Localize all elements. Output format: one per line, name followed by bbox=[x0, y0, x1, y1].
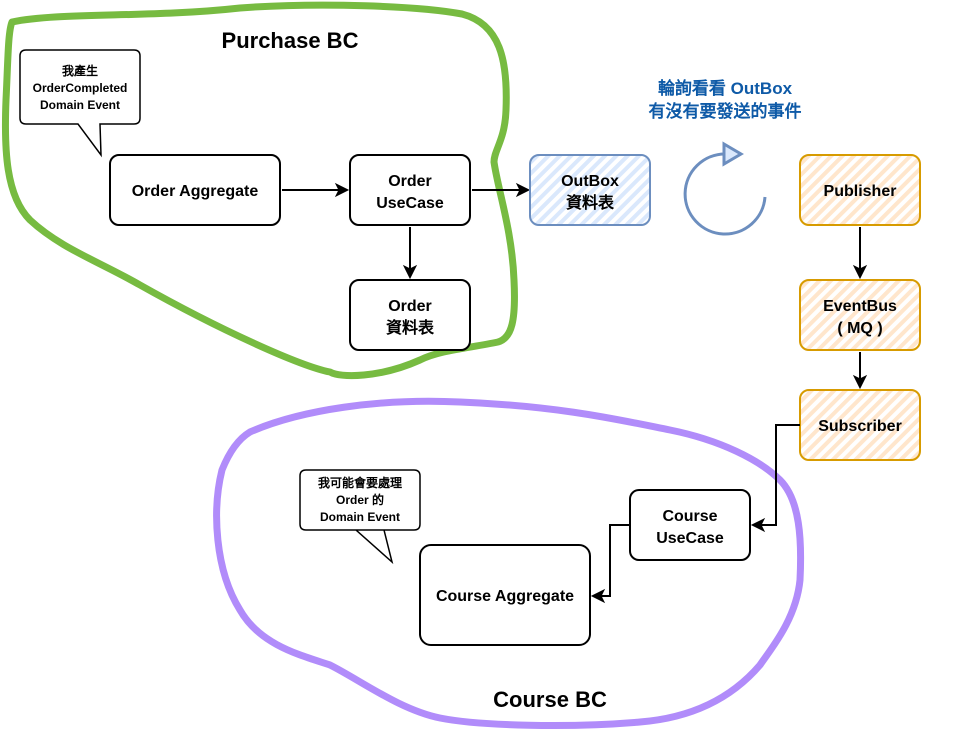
node-label: Course bbox=[662, 508, 717, 525]
arrow-left-icon bbox=[750, 517, 766, 533]
arrow-right-icon bbox=[515, 182, 531, 198]
callout-line: 我產生 bbox=[62, 63, 98, 78]
edge-usecase-to-table bbox=[402, 227, 418, 280]
speech-bubble-icon bbox=[19, 49, 141, 158]
node-label: Subscriber bbox=[818, 418, 902, 435]
arrow-down-icon bbox=[852, 374, 868, 390]
arrow-down-icon bbox=[402, 264, 418, 280]
callout-line: OrderCompleted bbox=[33, 81, 128, 95]
subscriber-node[interactable]: Subscriber bbox=[799, 389, 921, 461]
refresh-loop-icon bbox=[683, 141, 767, 236]
node-label: UseCase bbox=[376, 195, 444, 212]
edge-aggregate-to-usecase bbox=[282, 182, 350, 198]
node-label: 資料表 bbox=[566, 193, 615, 212]
polling-note-line: 有沒有要發送的事件 bbox=[649, 101, 802, 121]
node-label: Publisher bbox=[824, 183, 897, 200]
node-label: 資料表 bbox=[386, 318, 435, 337]
node-label: Order bbox=[388, 298, 432, 315]
purchase-bc-boundary bbox=[1, 1, 518, 380]
callout-line: Domain Event bbox=[40, 98, 120, 112]
node-label: Order bbox=[388, 173, 432, 190]
speech-bubble-icon bbox=[299, 469, 421, 565]
course-aggregate-node[interactable]: Course Aggregate bbox=[419, 544, 591, 646]
eventbus-node[interactable]: EventBus ( MQ ) bbox=[799, 279, 921, 351]
edge-eventbus-to-subscriber bbox=[852, 352, 868, 390]
arrow-left-icon bbox=[590, 588, 606, 604]
order-aggregate-node[interactable]: Order Aggregate bbox=[109, 154, 281, 226]
course-bc-boundary bbox=[213, 397, 805, 729]
course-usecase-node[interactable]: Course UseCase bbox=[629, 489, 751, 561]
node-label: Order Aggregate bbox=[132, 183, 259, 200]
edge-publisher-to-eventbus bbox=[852, 227, 868, 280]
node-label: OutBox bbox=[561, 173, 619, 190]
course-bc-title: Course BC bbox=[493, 687, 607, 712]
polling-note-line: 輪詢看看 OutBox bbox=[658, 78, 793, 98]
node-label: Course Aggregate bbox=[436, 588, 574, 605]
edge-course-usecase-to-aggregate bbox=[590, 524, 630, 604]
callout-line: Order 的 bbox=[336, 492, 384, 507]
arrow-right-icon bbox=[334, 182, 350, 198]
edge-usecase-to-outbox bbox=[472, 182, 531, 198]
purchase-bc-title: Purchase BC bbox=[222, 28, 359, 53]
outbox-table-node[interactable]: OutBox 資料表 bbox=[529, 154, 651, 226]
order-usecase-node[interactable]: Order UseCase bbox=[349, 154, 471, 226]
order-table-node[interactable]: Order 資料表 bbox=[349, 279, 471, 351]
purchase-callout: 我產生 OrderCompleted Domain Event bbox=[19, 49, 141, 158]
arrow-down-icon bbox=[852, 264, 868, 280]
node-label: EventBus bbox=[823, 298, 897, 315]
node-label: UseCase bbox=[656, 530, 724, 547]
course-callout: 我可能會要處理 Order 的 Domain Event bbox=[299, 469, 421, 565]
publisher-node[interactable]: Publisher bbox=[799, 154, 921, 226]
edge-subscriber-to-course-usecase bbox=[750, 424, 800, 533]
callout-line: Domain Event bbox=[320, 510, 400, 524]
node-label: ( MQ ) bbox=[837, 320, 882, 337]
callout-line: 我可能會要處理 bbox=[318, 475, 402, 490]
